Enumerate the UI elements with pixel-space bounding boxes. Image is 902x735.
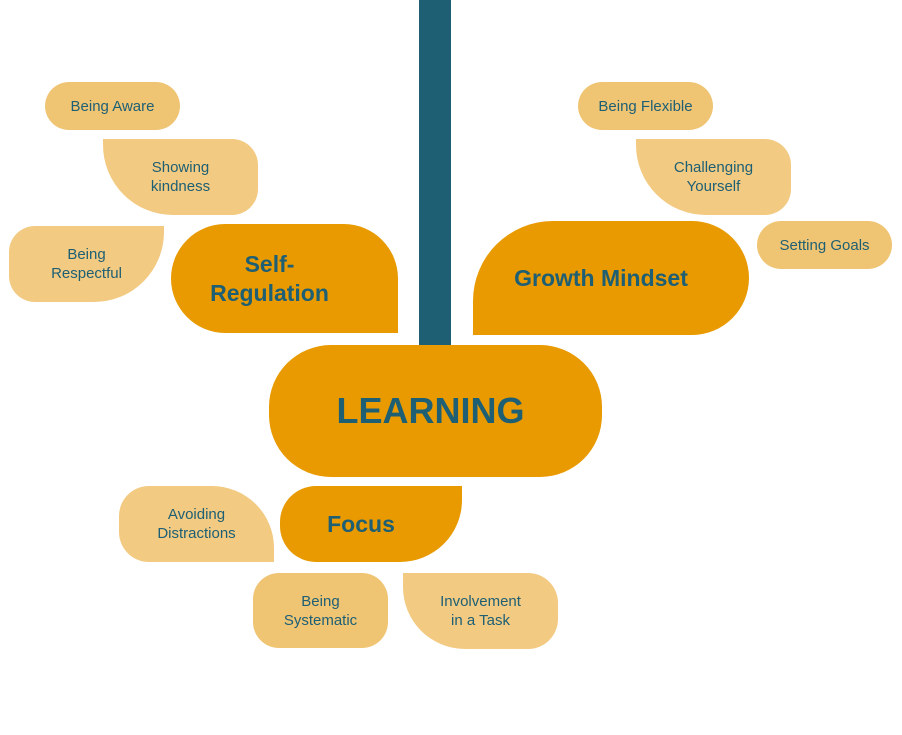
leaf-avoiding-distractions: Avoiding Distractions <box>119 486 274 562</box>
leaf-being-aware: Being Aware <box>45 82 180 130</box>
branch-self-regulation: Self- Regulation <box>171 224 398 333</box>
leaf-challenging-yourself: Challenging Yourself <box>636 139 791 215</box>
leaf-setting-goals: Setting Goals <box>757 221 892 269</box>
center-learning: LEARNING <box>269 345 602 477</box>
leaf-being-flexible: Being Flexible <box>578 82 713 130</box>
leaf-showing-kindness: Showing kindness <box>103 139 258 215</box>
branch-growth-mindset: Growth Mindset <box>473 221 749 335</box>
leaf-being-systematic: Being Systematic <box>253 573 388 648</box>
leaf-involvement-in-a-task: Involvement in a Task <box>403 573 558 649</box>
trunk-bar <box>419 0 451 345</box>
leaf-being-respectful: Being Respectful <box>9 226 164 302</box>
branch-focus: Focus <box>280 486 462 562</box>
